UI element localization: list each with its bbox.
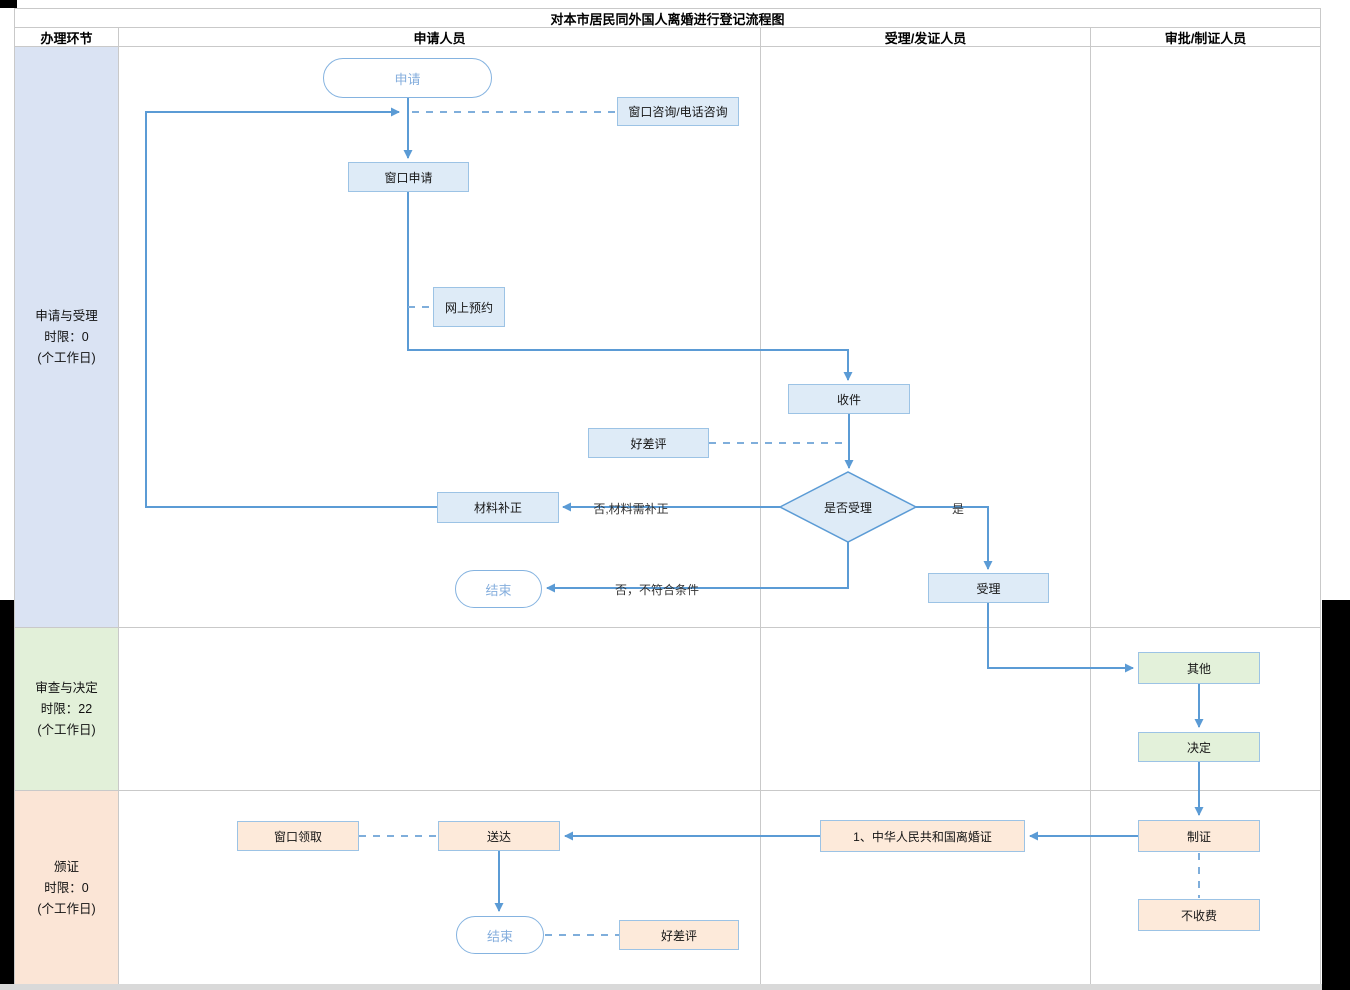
node-online-booking: 网上预约 bbox=[433, 287, 505, 327]
decision-diamond-label: 是否受理 bbox=[823, 501, 872, 515]
lane2-acceptor-cell bbox=[761, 628, 1091, 791]
lane-limit: 时限：0 bbox=[44, 880, 89, 895]
node-material-correction: 材料补正 bbox=[437, 492, 559, 523]
lane1-acceptor-cell bbox=[761, 47, 1091, 628]
node-accept: 受理 bbox=[928, 573, 1049, 603]
node-rating-bottom: 好差评 bbox=[619, 920, 739, 950]
lane-label-review-decide: 审查与决定 时限：22 (个工作日) bbox=[15, 628, 119, 791]
edge-label-no-reject: 否，不符合条件 bbox=[614, 583, 699, 597]
edge-accept-to-other bbox=[987, 603, 1134, 673]
lane1-approver-cell bbox=[1091, 47, 1321, 628]
black-bar-top-left bbox=[0, 0, 17, 8]
node-window-consult: 窗口咨询/电话咨询 bbox=[617, 97, 739, 126]
lane-unit: (个工作日) bbox=[37, 901, 96, 916]
node-receive: 收件 bbox=[788, 384, 910, 414]
lane-name: 申请与受理 bbox=[35, 308, 98, 323]
node-no-fee: 不收费 bbox=[1138, 899, 1260, 931]
lane-limit: 时限：0 bbox=[44, 329, 89, 344]
lane-label-apply-accept: 申请与受理 时限：0 (个工作日) bbox=[15, 47, 119, 628]
decision-diamond bbox=[778, 471, 918, 543]
column-header-acceptor: 受理/发证人员 bbox=[761, 28, 1091, 47]
edge-correction-loopback bbox=[145, 107, 437, 508]
lane-unit: (个工作日) bbox=[37, 722, 96, 737]
node-decide: 决定 bbox=[1138, 732, 1260, 762]
lane1-applicant-cell bbox=[119, 47, 761, 628]
black-bar-right bbox=[1322, 600, 1350, 990]
node-other: 其他 bbox=[1138, 652, 1260, 684]
node-make-cert: 制证 bbox=[1138, 820, 1260, 852]
node-divorce-cert: 1、中华人民共和国离婚证 bbox=[820, 820, 1025, 852]
column-header-approver: 审批/制证人员 bbox=[1091, 28, 1321, 47]
bottom-gray-strip bbox=[0, 984, 1350, 990]
lane2-applicant-cell bbox=[119, 628, 761, 791]
edge-window-apply-to-receive bbox=[407, 192, 853, 381]
lane-unit: (个工作日) bbox=[37, 350, 96, 365]
page-title: 对本市居民同外国人离婚进行登记流程图 bbox=[15, 9, 1321, 28]
edge-decision-to-end bbox=[546, 542, 849, 593]
node-rating-top: 好差评 bbox=[588, 428, 709, 458]
lane-name: 审查与决定 bbox=[35, 680, 98, 695]
node-start: 申请 bbox=[323, 58, 492, 98]
node-window-apply: 窗口申请 bbox=[348, 162, 469, 192]
black-bar-left bbox=[0, 600, 14, 984]
column-header-applicant: 申请人员 bbox=[119, 28, 761, 47]
swimlane-table: 对本市居民同外国人离婚进行登记流程图 办理环节 申请人员 受理/发证人员 审批/… bbox=[14, 8, 1321, 986]
edge-decision-to-accept bbox=[916, 506, 993, 570]
node-end-bottom: 结束 bbox=[456, 916, 544, 954]
edge-label-yes: 是 bbox=[951, 502, 964, 516]
edge-label-no-material: 否,材料需补正 bbox=[593, 502, 669, 516]
node-end-top: 结束 bbox=[455, 570, 542, 608]
lane-name: 颁证 bbox=[53, 859, 79, 874]
column-header-stage: 办理环节 bbox=[15, 28, 119, 47]
lane-label-issue-cert: 颁证 时限：0 (个工作日) bbox=[15, 791, 119, 986]
node-window-pickup: 窗口领取 bbox=[237, 821, 359, 851]
lane-limit: 时限：22 bbox=[40, 701, 93, 716]
node-deliver: 送达 bbox=[438, 821, 560, 851]
